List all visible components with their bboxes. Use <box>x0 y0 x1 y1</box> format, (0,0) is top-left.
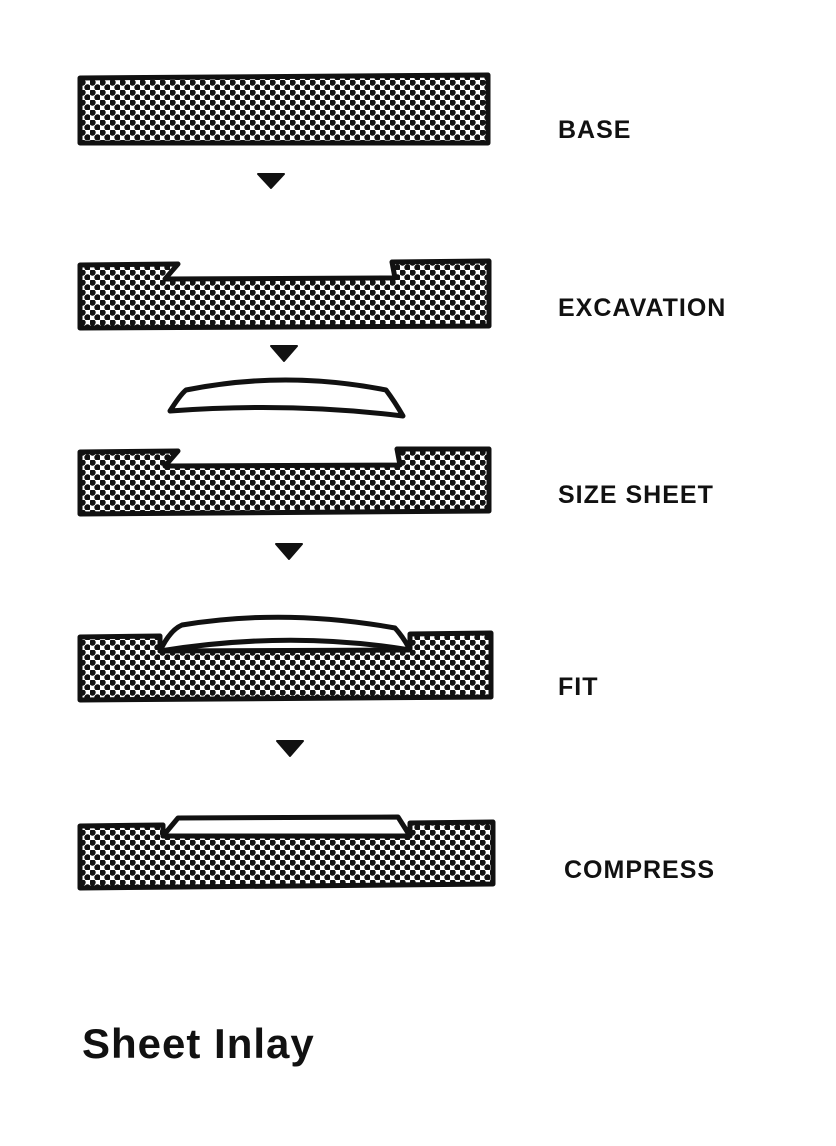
step-label-excavation: EXCAVATION <box>558 294 727 322</box>
excavation-block <box>77 258 492 331</box>
arrow-4 <box>276 740 304 757</box>
step-label-size-sheet: SIZE SHEET <box>558 481 714 509</box>
step-label-fit: FIT <box>558 673 599 701</box>
step-label-compress: COMPRESS <box>564 856 716 884</box>
compressed-sheet <box>160 814 413 839</box>
inlay-sheet <box>167 377 406 419</box>
fit-block <box>77 630 494 703</box>
arrow-2 <box>270 345 298 362</box>
arrow-1 <box>257 173 285 189</box>
fit-sheet <box>157 614 413 654</box>
diagram-title: Sheet Inlay <box>82 1020 315 1067</box>
base-block <box>77 72 491 146</box>
arrow-3 <box>275 543 303 560</box>
size-sheet-block <box>77 446 492 517</box>
step-label-base: BASE <box>558 116 632 144</box>
